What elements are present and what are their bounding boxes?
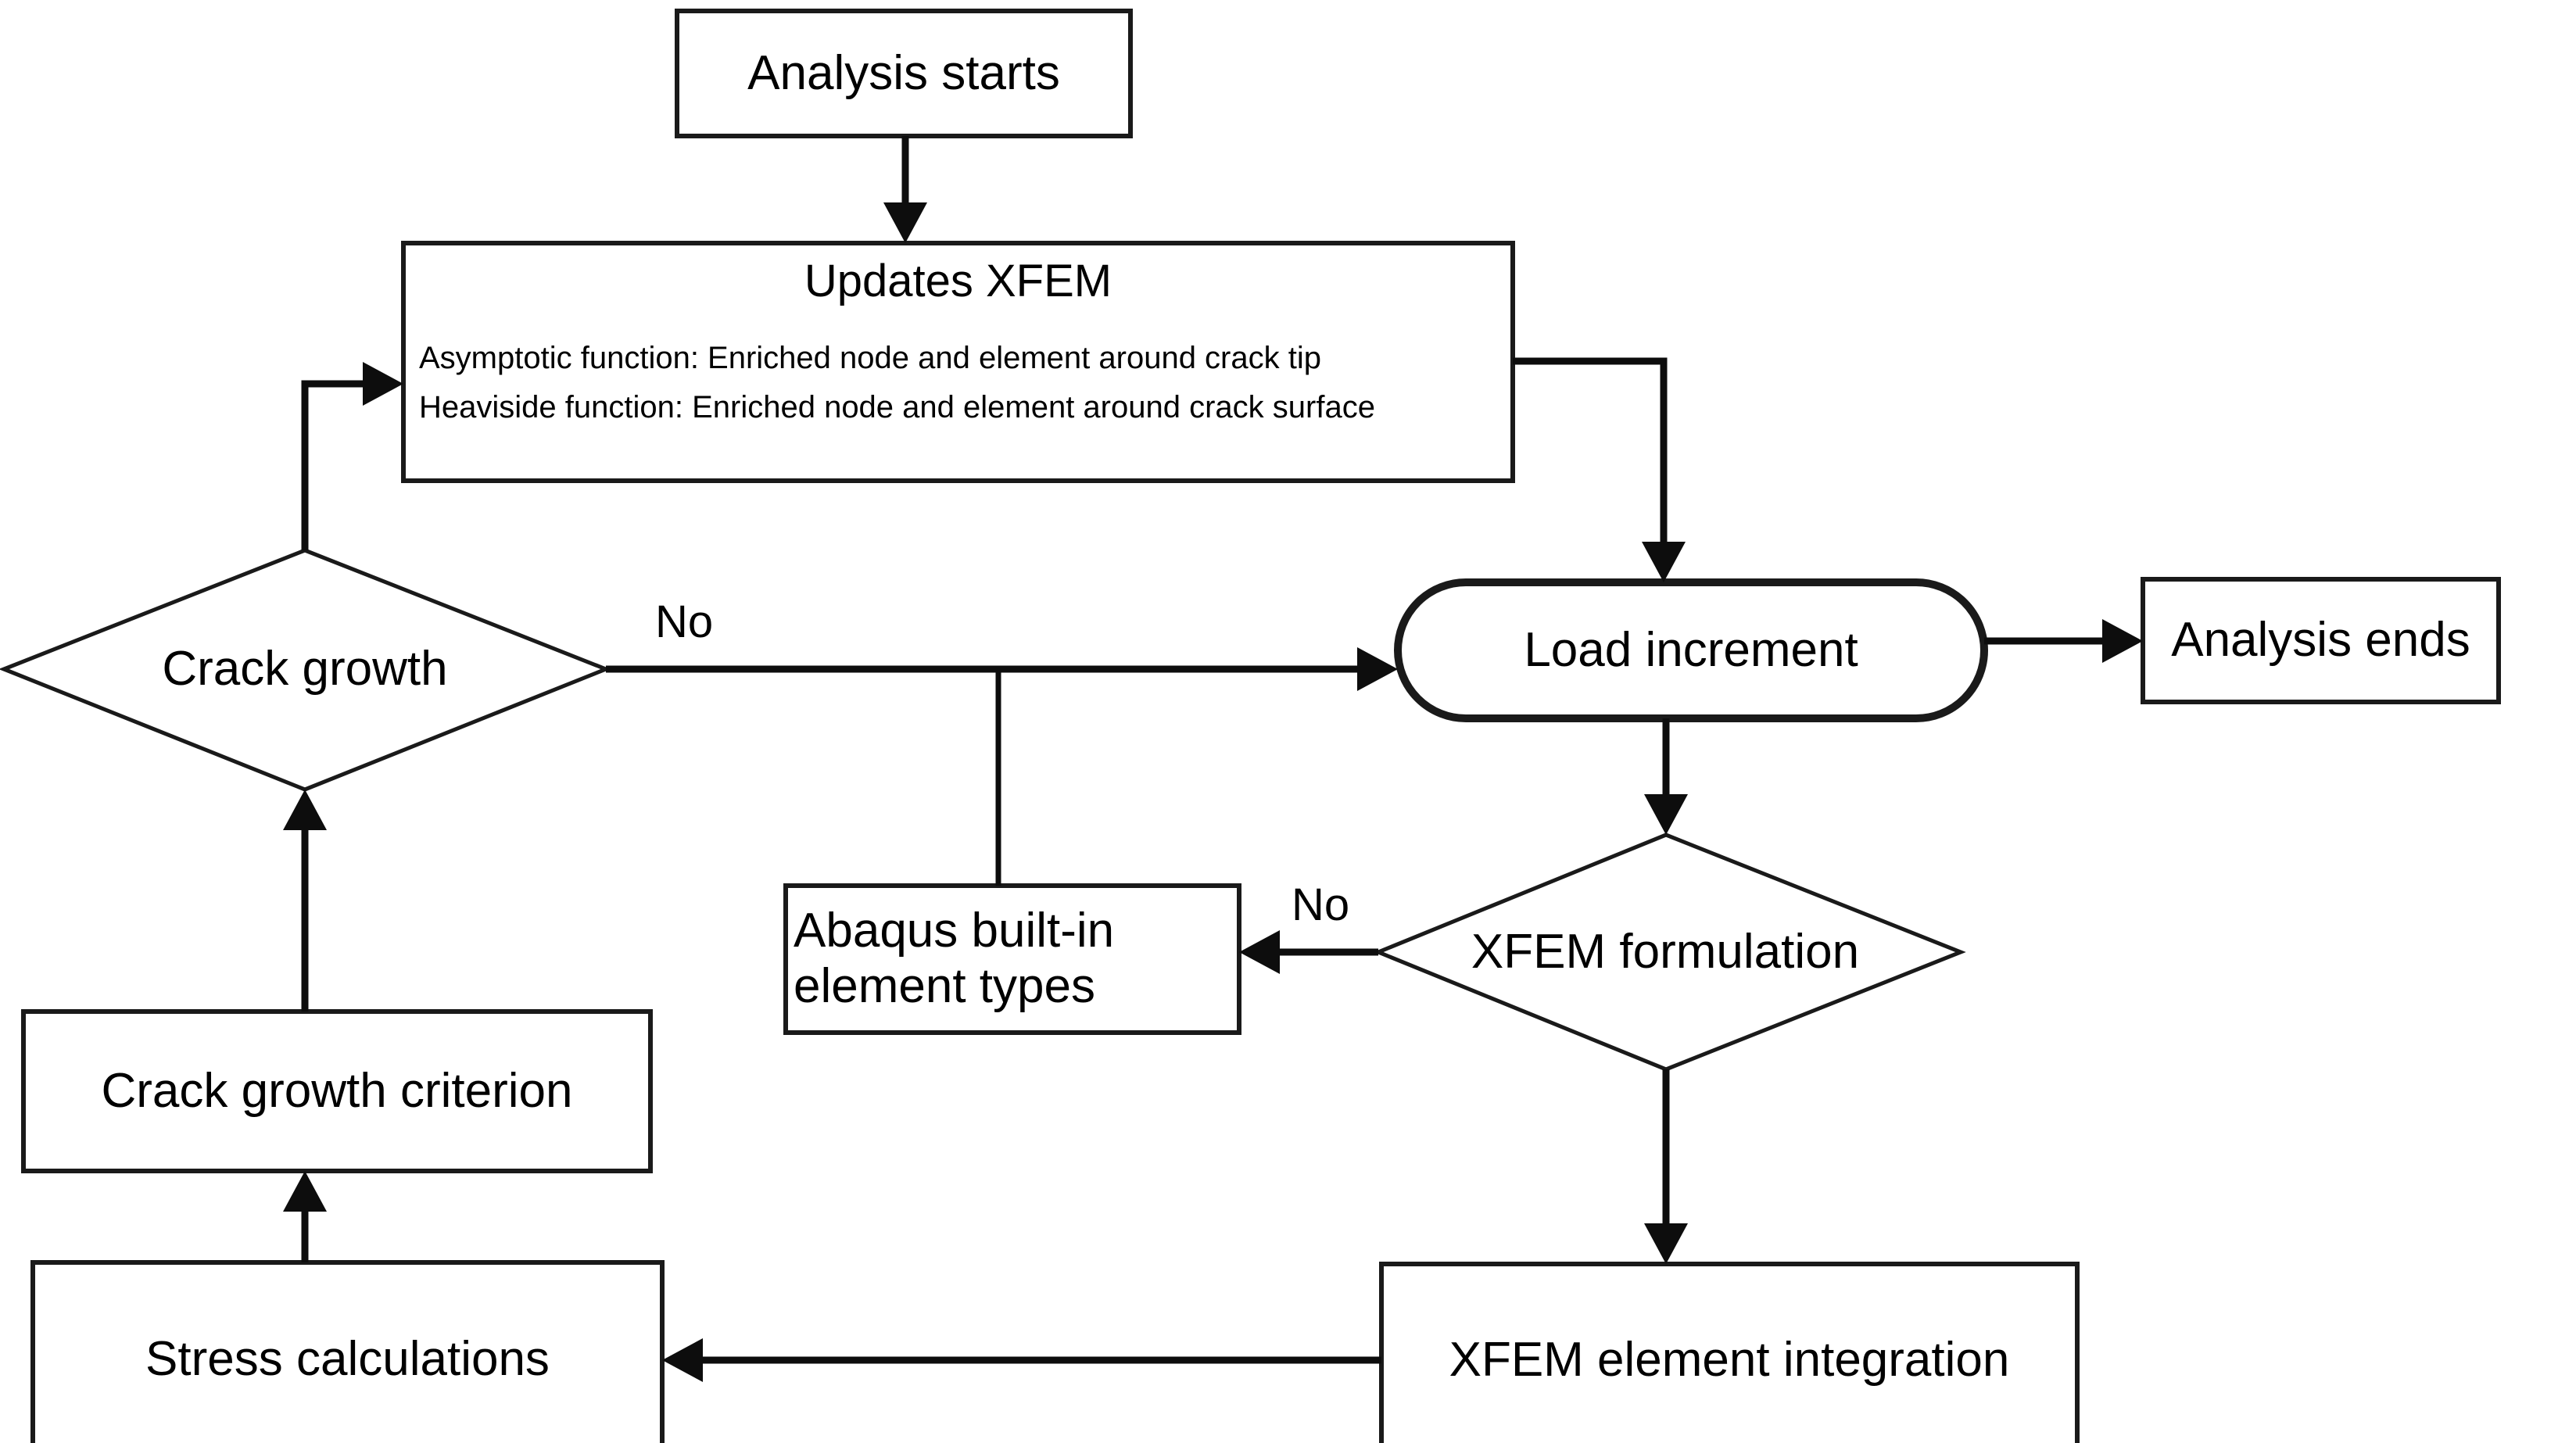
node-abaqus-builtin-shape[interactable]: [783, 883, 1241, 1035]
edge-analysis-starts-to-updates-xfem: [883, 136, 927, 243]
edge-load-increment-to-analysis-ends: [1984, 619, 2143, 663]
edge-load-increment-to-xfem-formulation: [1644, 718, 1688, 835]
node-xfem-formulation-shape[interactable]: [1373, 832, 1966, 1072]
edge-crack-growth-no-to-load-increment: [606, 647, 1398, 691]
node-updates-xfem-shape[interactable]: [401, 241, 1515, 483]
node-crack-growth-criterion-shape[interactable]: [21, 1009, 653, 1173]
edge-xfem-formulation-to-xfem-element-integration: [1644, 1069, 1688, 1264]
edge-crack-growth-criterion-to-crack-growth: [283, 790, 327, 1012]
node-xfem-element-integration-shape[interactable]: [1379, 1262, 2080, 1443]
node-analysis-starts-shape[interactable]: [675, 9, 1133, 138]
node-stress-calculations-shape[interactable]: [30, 1260, 665, 1443]
edge-xfem-formulation-no-to-abaqus-builtin: [1239, 930, 1378, 974]
node-analysis-ends-shape[interactable]: [2141, 577, 2501, 704]
edge-stress-calculations-to-crack-growth-criterion: [283, 1171, 327, 1262]
edge-crack-growth-to-updates-xfem: [301, 362, 403, 550]
edge-xfem-element-integration-to-stress-calculations: [662, 1338, 1381, 1382]
node-crack-growth-shape[interactable]: [0, 548, 611, 792]
edge-updates-xfem-to-load-increment: [1513, 357, 1686, 582]
node-load-increment-shape[interactable]: [1394, 578, 1988, 722]
